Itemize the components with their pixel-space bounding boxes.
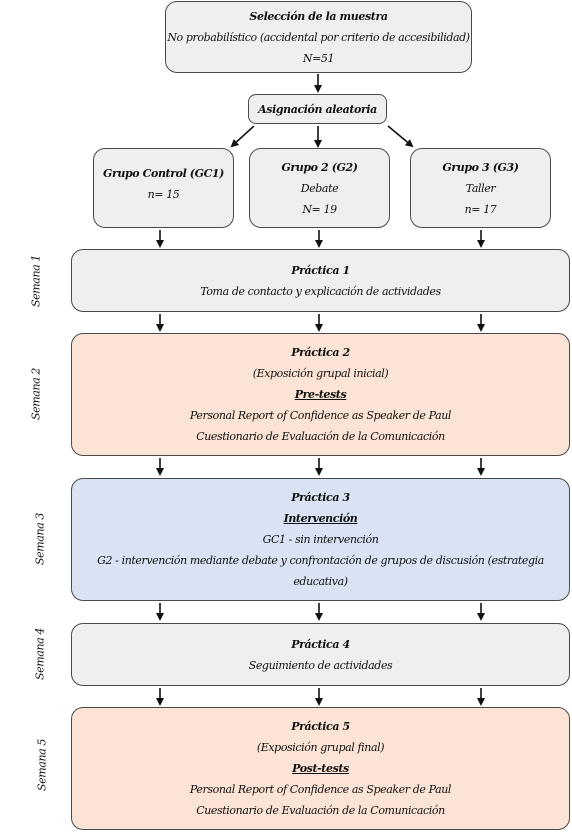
practice-subtitle: (Exposición grupal final) <box>256 741 385 754</box>
practice-heading: Intervención <box>283 512 358 525</box>
week-label-3: Semana 3 <box>33 513 47 565</box>
practice-line: Cuestionario de Evaluación de la Comunic… <box>196 430 445 443</box>
practice-5-box: Práctica 5 (Exposición grupal final) Pos… <box>71 707 570 830</box>
practice-title: Práctica 3 <box>291 491 350 504</box>
practice-1-box: Práctica 1 Toma de contacto y explicació… <box>71 249 570 312</box>
practice-2-box: Práctica 2 (Exposición grupal inicial) P… <box>71 333 570 456</box>
group-line2: n= 17 <box>464 202 497 216</box>
practice-title: Práctica 5 <box>291 720 350 733</box>
practice-line: educativa) <box>293 575 348 588</box>
practice-heading: Pre-tests <box>294 388 347 401</box>
practice-title: Práctica 2 <box>291 346 350 359</box>
random-assignment-box: Asignación aleatoria <box>248 94 387 124</box>
week-label-5: Semana 5 <box>35 739 49 791</box>
group-3-box: Grupo 3 (G3) Taller n= 17 <box>410 148 551 228</box>
group-line2: N= 19 <box>302 202 337 216</box>
practice-line: Seguimiento de actividades <box>248 658 393 672</box>
group-line1: Debate <box>300 181 339 195</box>
group-title: Grupo Control (GC1) <box>103 167 224 180</box>
assignment-label: Asignación aleatoria <box>258 102 377 116</box>
practice-title: Práctica 1 <box>291 263 350 277</box>
practice-line: Toma de contacto y explicación de activi… <box>200 284 441 298</box>
practice-subtitle: (Exposición grupal inicial) <box>252 367 389 380</box>
practice-heading: Post-tests <box>292 762 349 775</box>
practice-line: G2 - intervención mediante debate y conf… <box>97 554 544 567</box>
arrow-assign-g3 <box>387 125 414 148</box>
group-2-box: Grupo 2 (G2) Debate N= 19 <box>249 148 390 228</box>
practice-line: Cuestionario de Evaluación de la Comunic… <box>196 804 445 817</box>
group-control-box: Grupo Control (GC1) n= 15 <box>93 148 234 228</box>
arrow-assign-gc1 <box>230 125 255 148</box>
group-line1: Taller <box>465 181 496 195</box>
practice-line: Personal Report of Confidence as Speaker… <box>189 783 452 796</box>
sample-line1: No probabilístico (accidental por criter… <box>167 30 470 44</box>
group-title: Grupo 2 (G2) <box>281 160 358 174</box>
sample-line2: N=51 <box>302 51 335 65</box>
practice-title: Práctica 4 <box>291 637 350 651</box>
sample-title: Selección de la muestra <box>249 9 388 23</box>
practice-line: GC1 - sin intervención <box>262 533 379 546</box>
group-title: Grupo 3 (G3) <box>442 160 519 174</box>
week-label-1: Semana 1 <box>29 255 43 307</box>
practice-3-box: Práctica 3 Intervención GC1 - sin interv… <box>71 478 570 601</box>
sample-selection-box: Selección de la muestra No probabilístic… <box>165 1 472 73</box>
week-label-2: Semana 2 <box>29 368 43 420</box>
practice-line: Personal Report of Confidence as Speaker… <box>189 409 452 422</box>
week-label-4: Semana 4 <box>33 628 47 680</box>
group-line1: n= 15 <box>147 188 180 201</box>
practice-4-box: Práctica 4 Seguimiento de actividades <box>71 623 570 686</box>
